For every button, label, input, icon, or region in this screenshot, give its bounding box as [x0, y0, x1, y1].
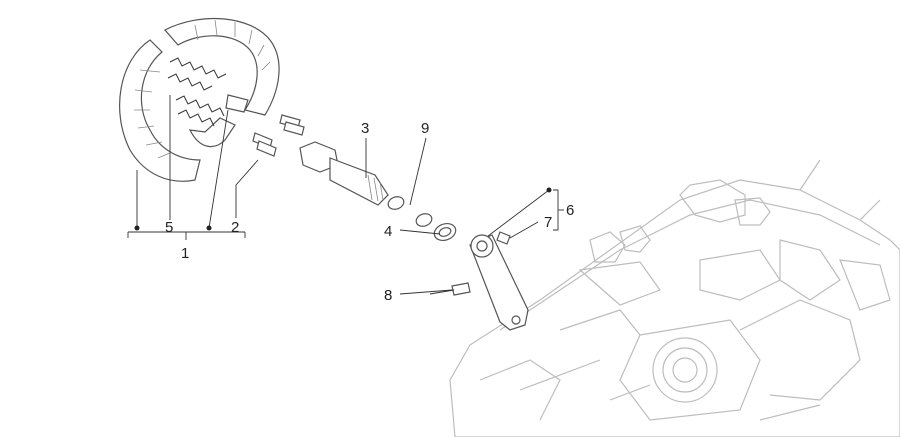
brake-shoes: [119, 17, 280, 182]
washers: [387, 196, 457, 242]
callout-2: 2: [231, 219, 239, 236]
brake-lever: [469, 231, 529, 331]
retaining-clips: [252, 114, 305, 157]
callout-6: 6: [566, 202, 574, 219]
brake-springs: [167, 57, 227, 127]
crankcase-housing: [449, 159, 900, 437]
callout-8: 8: [384, 287, 392, 304]
screw: [429, 282, 471, 296]
leader-lines: [127, 95, 564, 295]
brake-cam-shaft: [299, 141, 389, 206]
callout-9: 9: [421, 120, 429, 137]
callout-5: 5: [165, 219, 173, 236]
callout-7: 7: [544, 214, 552, 231]
callout-3: 3: [361, 120, 369, 137]
callout-1: 1: [181, 245, 189, 262]
callout-4: 4: [384, 223, 392, 240]
